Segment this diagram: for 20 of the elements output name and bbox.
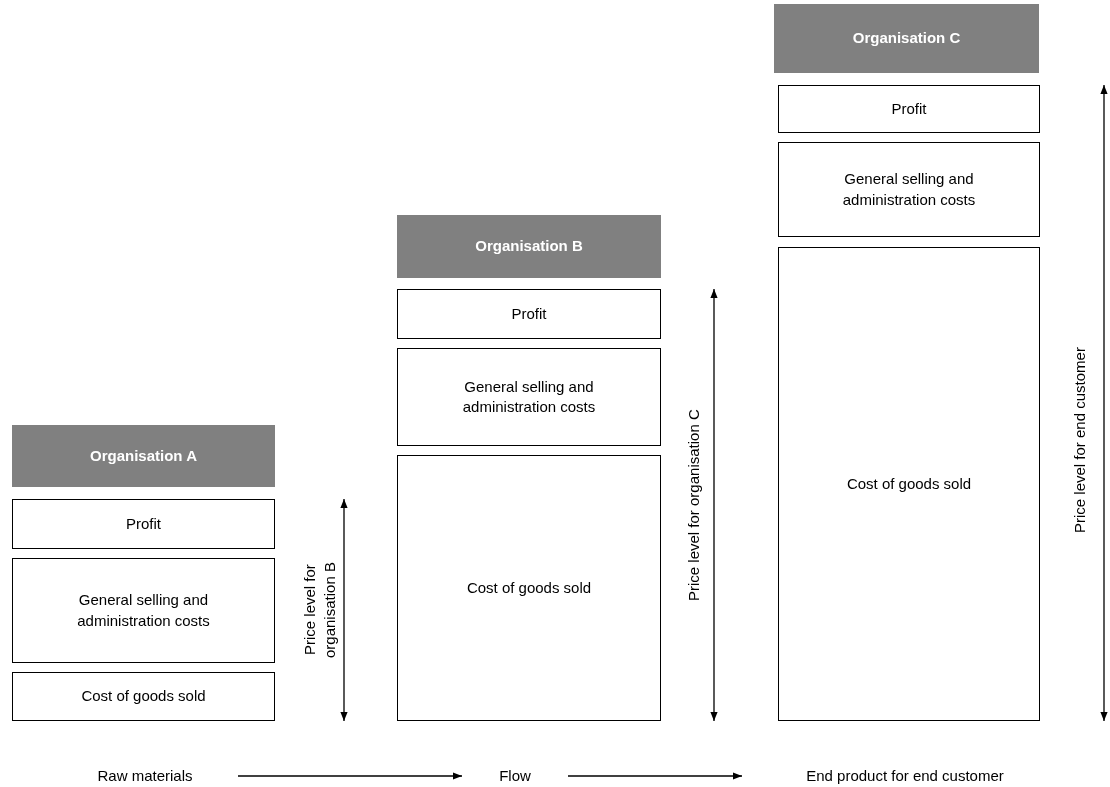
organisation-header: Organisation C bbox=[774, 4, 1039, 73]
organisation-header: Organisation A bbox=[12, 425, 275, 487]
cost-block: Profit bbox=[12, 499, 275, 549]
flow-stage-text: End product for end customer bbox=[770, 764, 1040, 787]
arrow bbox=[237, 772, 463, 780]
price-level-label: Price level for organisation B bbox=[300, 561, 338, 660]
cost-block: General selling and administration costs bbox=[778, 142, 1040, 237]
cost-block: Cost of goods sold bbox=[778, 247, 1040, 721]
cost-block: Cost of goods sold bbox=[12, 672, 275, 721]
cost-block: General selling and administration costs bbox=[397, 348, 661, 446]
arrow bbox=[567, 772, 743, 780]
price-level-label: Price level for organisation C bbox=[684, 408, 703, 603]
cost-block: General selling and administration costs bbox=[12, 558, 275, 663]
flow-stage-text: Flow bbox=[490, 764, 540, 787]
price-level-label: Price level for end customer bbox=[1070, 346, 1089, 535]
cost-block: Profit bbox=[397, 289, 661, 339]
cost-block: Profit bbox=[778, 85, 1040, 133]
flow-stage-text: Raw materials bbox=[80, 764, 210, 787]
cost-block: Cost of goods sold bbox=[397, 455, 661, 721]
organisation-header: Organisation B bbox=[397, 215, 661, 278]
